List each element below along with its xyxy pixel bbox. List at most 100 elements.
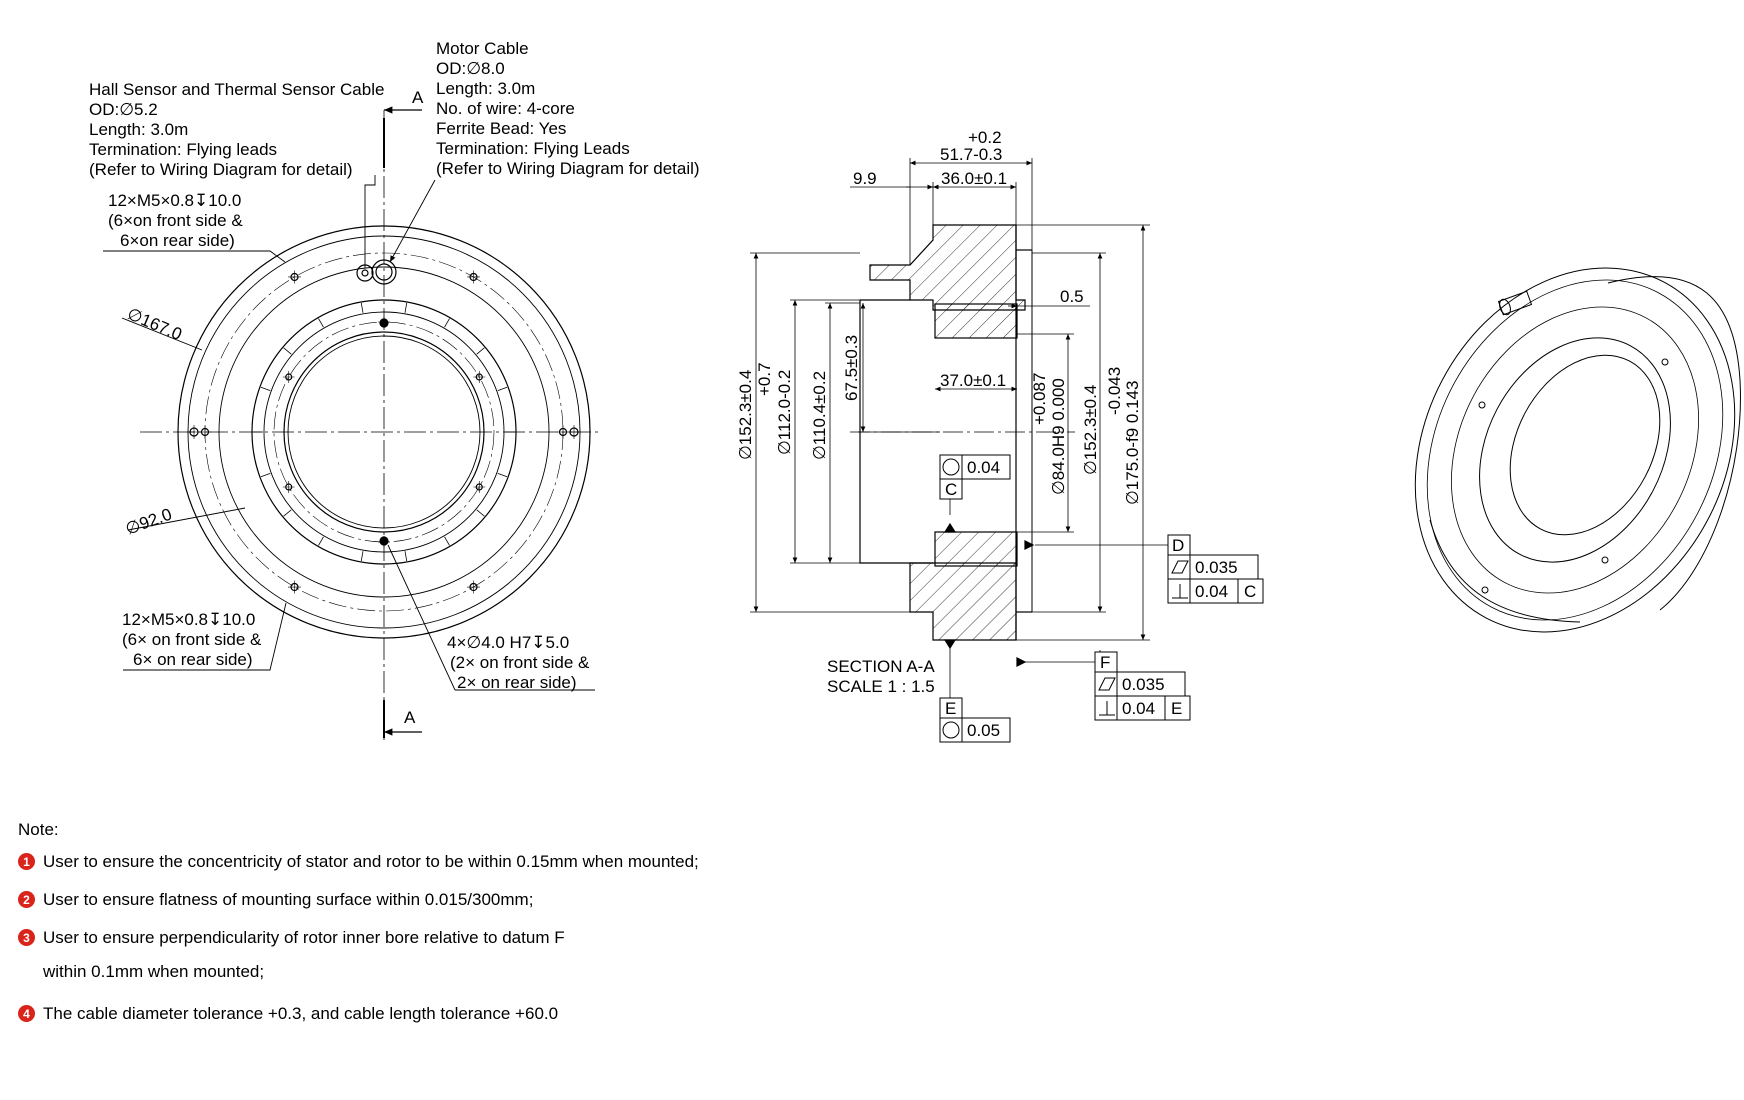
- dim-d112: ∅112.0-0.2: [775, 370, 794, 455]
- rotor-slot-divider: [283, 347, 292, 355]
- rotor-slot-divider: [260, 473, 271, 478]
- rotor-slot-divider: [360, 551, 364, 562]
- note-item: 3 User to ensure perpendicularity of rot…: [18, 928, 918, 948]
- rotor-slots: [253, 302, 515, 562]
- gdt-d-flatness: 0.035: [1195, 558, 1238, 577]
- front-view: [103, 106, 600, 740]
- datum-d-triangle: [1024, 540, 1035, 550]
- outer-hole-6-crosshair: [288, 270, 301, 284]
- rotor-slot-divider: [404, 551, 408, 562]
- iso-flange: [1451, 306, 1699, 594]
- notes-section: Note: 1 User to ensure the concentricity…: [18, 820, 918, 1042]
- iso-back-edge: [1607, 276, 1741, 611]
- thread-top-line2: (6×on front side &: [108, 211, 243, 230]
- datum-f-label: F: [1100, 653, 1110, 672]
- motor-cable-leader: [389, 179, 436, 263]
- iso-front-rim: [1414, 267, 1736, 633]
- note-number-2: 2: [18, 891, 35, 908]
- hall-cable-od: OD:∅5.2: [89, 100, 158, 119]
- motor-cable-core: [375, 263, 393, 281]
- motor-cable-title: Motor Cable: [436, 39, 529, 58]
- motor-cable-od: OD:∅8.0: [436, 59, 505, 78]
- datum-d-label: D: [1172, 536, 1184, 555]
- rotor-slot-divider: [476, 509, 485, 517]
- dim-d152-right: ∅152.3±0.4: [1081, 385, 1100, 475]
- section-labels: +0.2 51.7-0.3 36.0±0.1 9.9 0.5 37.0±0.1 …: [736, 128, 1256, 740]
- thread-bottom-line3: 6× on rear side): [133, 650, 253, 669]
- isometric-view: [1414, 267, 1741, 633]
- flatness-symbol-f: [1098, 677, 1116, 691]
- dim-d175-f9: ∅175.0-f9 0.143: [1123, 381, 1142, 505]
- motor-cable-termination: Termination: Flying Leads: [436, 139, 630, 158]
- gdt-f-reference: E: [1171, 699, 1182, 718]
- note-text-3: User to ensure perpendicularity of rotor…: [43, 928, 565, 947]
- rotor-slot-divider: [497, 386, 508, 391]
- dim-top-tolerance: +0.2: [968, 128, 1002, 147]
- iso-inner-bore: [1509, 354, 1661, 536]
- motor-cable-exit: [371, 259, 397, 285]
- note-text-2: User to ensure flatness of mounting surf…: [43, 890, 534, 909]
- iso-hole-3: [1481, 586, 1489, 594]
- iso-front-rim-inner: [1426, 279, 1724, 621]
- section-title: SECTION A-A: [827, 657, 935, 676]
- side-hole-2-crosshair: [187, 425, 201, 439]
- pin-hole-top: [379, 318, 389, 328]
- thread-top-line3: 6×on rear side): [120, 231, 235, 250]
- note-item: 1 User to ensure the concentricity of st…: [18, 852, 918, 872]
- rotor-slot-divider: [318, 536, 324, 546]
- datum-f-triangle: [1016, 657, 1027, 667]
- rotor-slot-divider: [318, 318, 324, 328]
- note-number-1: 1: [18, 853, 35, 870]
- section-view: [750, 158, 1264, 743]
- datum-c-label: C: [945, 480, 957, 499]
- dia-167-label: ∅167.0: [124, 304, 184, 344]
- perpendicularity-symbol-f: [1099, 701, 1115, 716]
- note-item: 4 The cable diameter tolerance +0.3, and…: [18, 1004, 918, 1024]
- section-scale: SCALE 1 : 1.5: [827, 677, 935, 696]
- inner-hole-5-crosshair: [282, 371, 295, 383]
- thread-top-leader: [103, 250, 286, 263]
- motor-cable-ferrite: Ferrite Bead: Yes: [436, 119, 566, 138]
- stator-lower-section: [909, 562, 1017, 641]
- front-view-labels: A A Hall Sensor and Thermal Sensor Cable…: [89, 39, 700, 727]
- dim-d84-h9: ∅84.0H9 0.000: [1049, 378, 1068, 495]
- rotor-ring-circle: [263, 311, 505, 553]
- rotor-outer-circle: [251, 299, 517, 565]
- dim-d152-left: ∅152.3±0.4: [736, 370, 755, 460]
- note-text-1: User to ensure the concentricity of stat…: [43, 852, 699, 871]
- dim-f9-tolerance: -0.043: [1105, 367, 1124, 415]
- rotor-slot-divider: [283, 509, 292, 517]
- hall-cable-termination: Termination: Flying leads: [89, 140, 277, 159]
- outer-hole-1-crosshair: [467, 270, 480, 284]
- iso-rotor-ring: [1479, 337, 1671, 563]
- inner-bore-circle: [283, 331, 485, 533]
- dim-67-5: 67.5±0.3: [842, 335, 861, 401]
- dim-36: 36.0±0.1: [941, 169, 1007, 188]
- circularity-symbol-e: [942, 721, 960, 739]
- rotor-slot-divider: [476, 347, 485, 355]
- hall-cable-core: [361, 269, 369, 277]
- motor-cable-refer: (Refer to Wiring Diagram for detail): [436, 159, 700, 178]
- flatness-symbol-d: [1171, 560, 1189, 574]
- rotor-lower-section: [934, 531, 1018, 567]
- rotor-slot-divider: [497, 473, 508, 478]
- thread-top-line1: 12×M5×0.8↧10.0: [108, 191, 241, 210]
- dim-9-9: 9.9: [853, 169, 877, 188]
- outer-mounting-holes: [187, 270, 581, 594]
- section-label-bottom: A: [404, 708, 416, 727]
- thread-bottom-leader: [123, 602, 287, 671]
- gdt-f-flatness: 0.035: [1122, 675, 1165, 694]
- hall-cable-length: Length: 3.0m: [89, 120, 188, 139]
- dim-0-5: 0.5: [1060, 287, 1084, 306]
- iso-cable-end: [1499, 298, 1511, 316]
- pin-holes-line1: 4×∅4.0 H7↧5.0: [447, 633, 569, 652]
- rotor-upper-section: [934, 303, 1018, 339]
- thread-bottom-line2: (6× on front side &: [122, 630, 262, 649]
- dim-d112-tolerance: +0.7: [755, 362, 774, 396]
- datum-e-label: E: [945, 699, 956, 718]
- outer-hole-3-crosshair: [467, 580, 480, 594]
- dia-167-leader: [121, 317, 203, 351]
- dim-51-7: 51.7-0.3: [940, 145, 1002, 164]
- circularity-symbol-c: [942, 458, 960, 476]
- rotor-slot-divider: [260, 386, 271, 391]
